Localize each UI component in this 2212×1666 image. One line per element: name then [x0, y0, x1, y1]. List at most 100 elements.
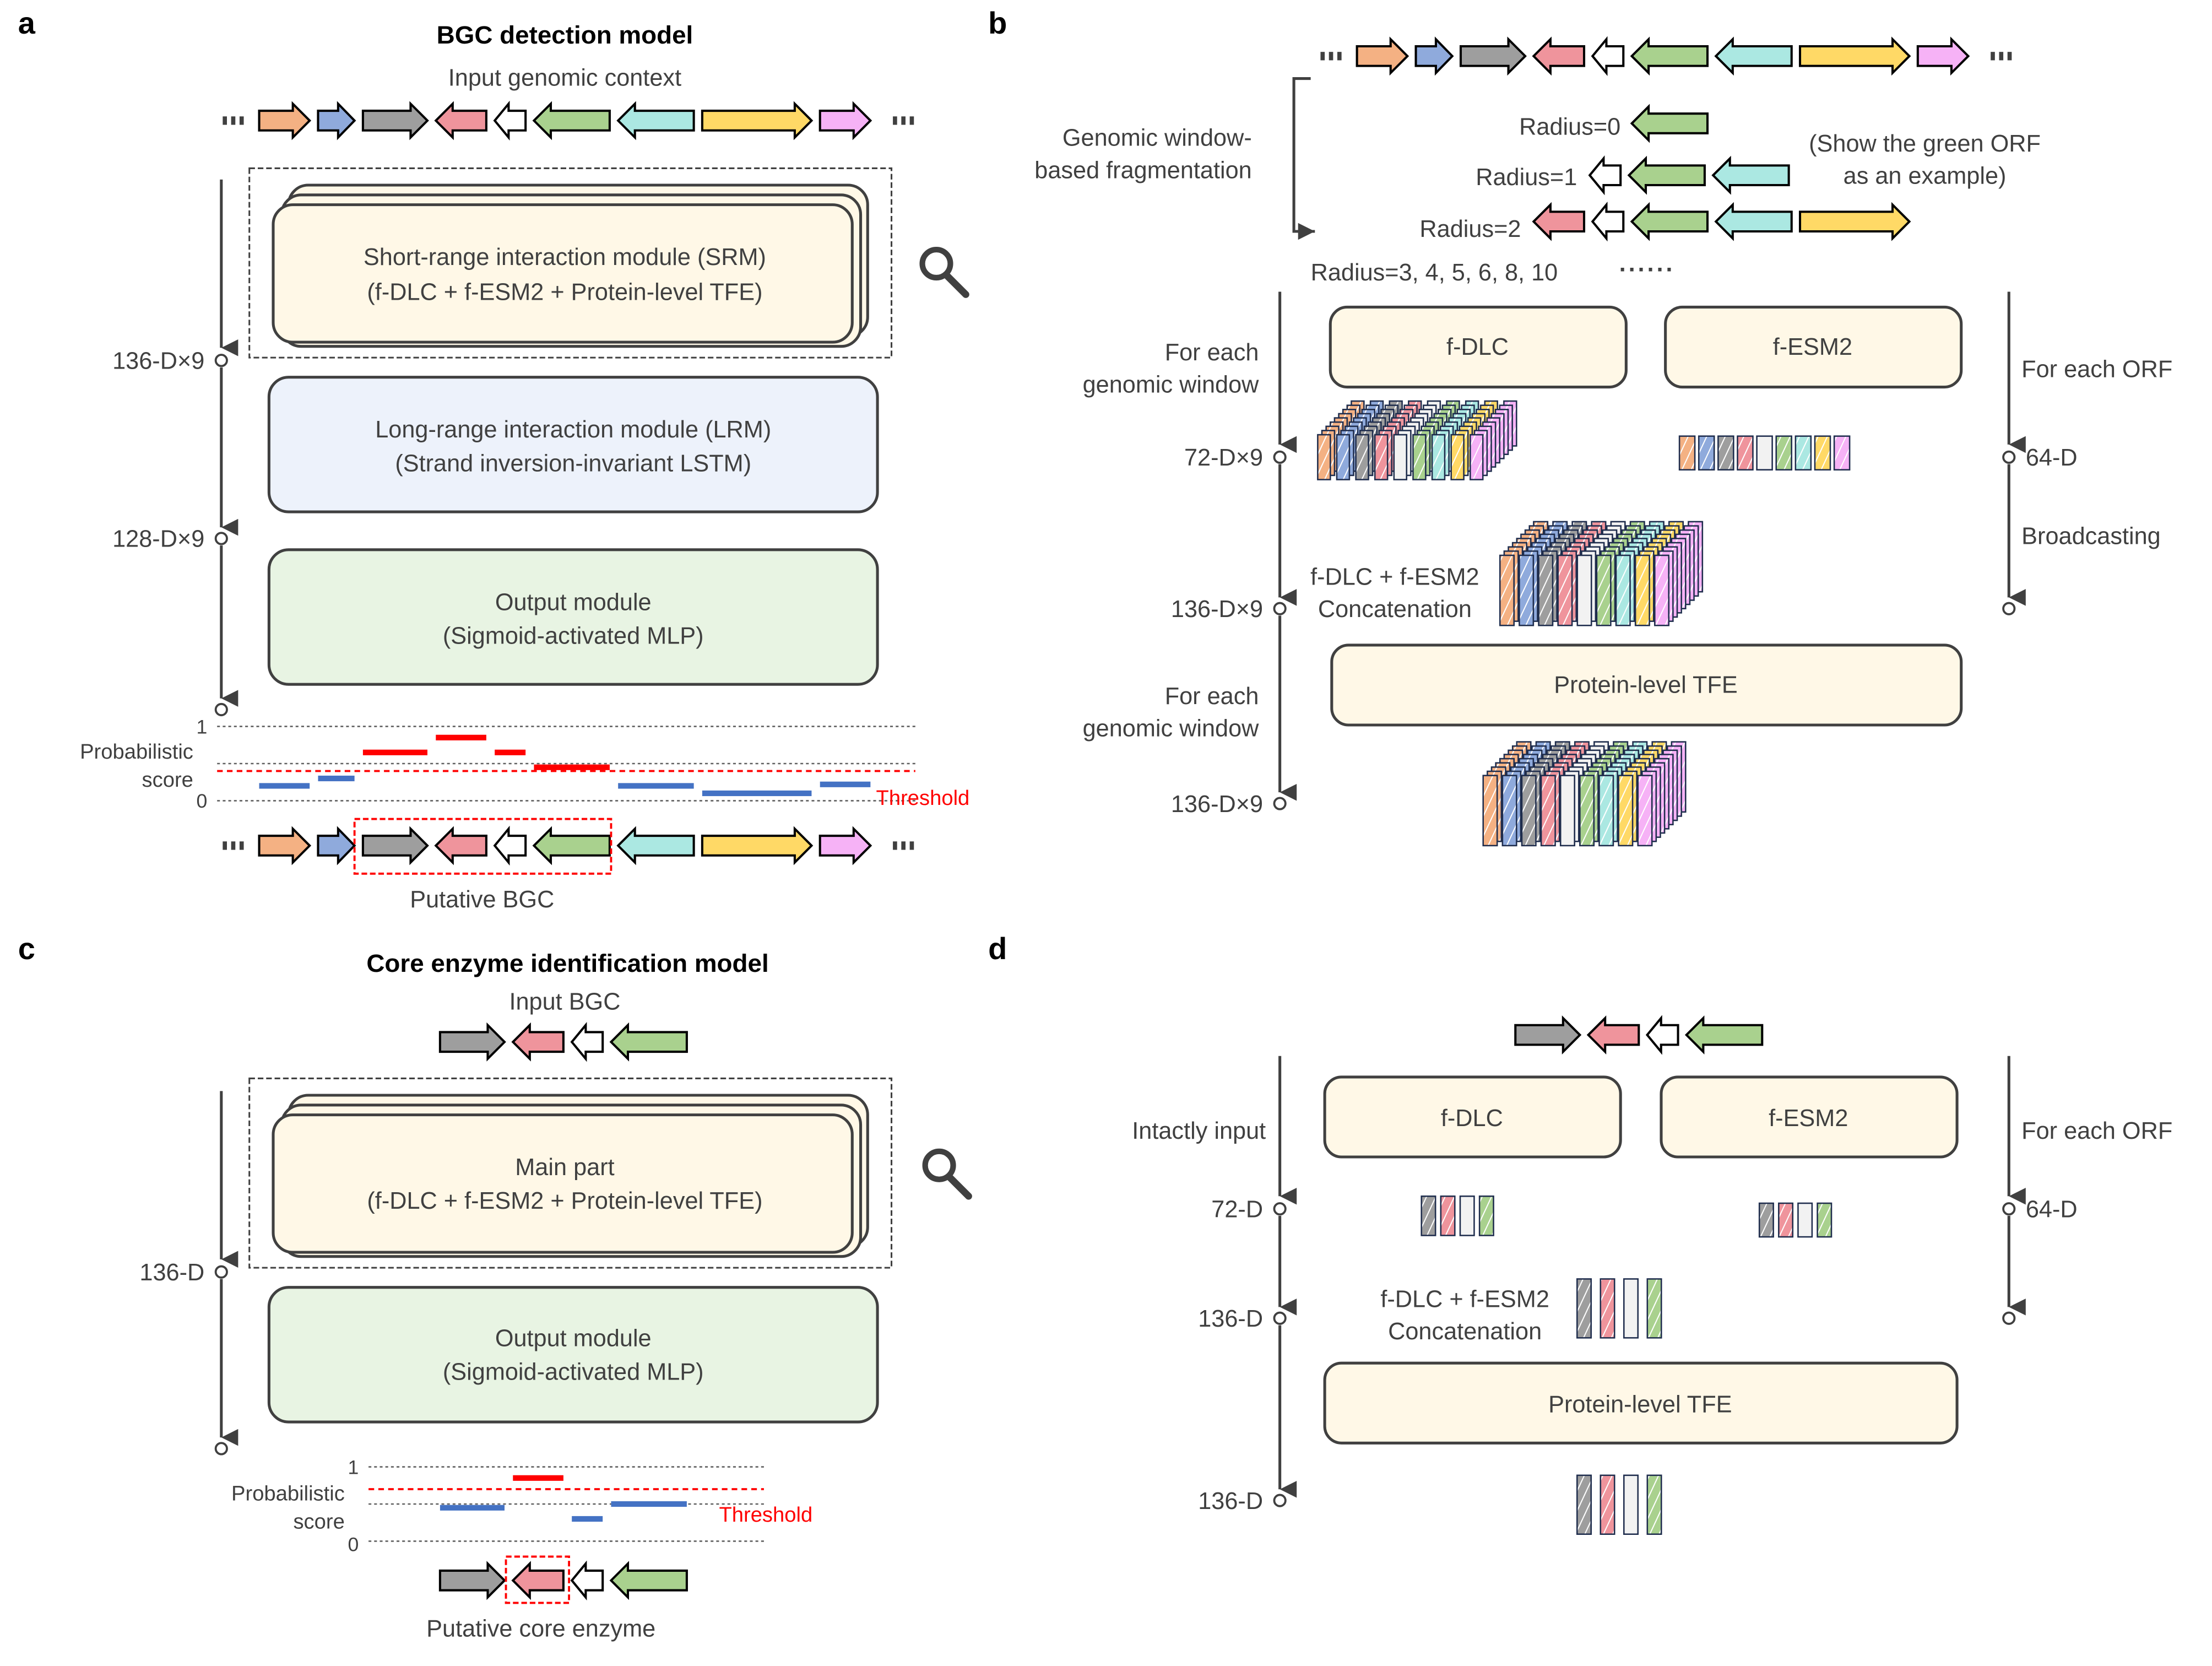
score-bar: [572, 1516, 603, 1522]
feature-vector-green: [1596, 554, 1612, 626]
concat-label: Concatenation: [1388, 1318, 1542, 1345]
feature-vector-white: [1623, 1474, 1639, 1535]
fesm2-vectors: [1758, 1202, 1833, 1238]
flow-node: [2002, 450, 2016, 464]
fesm2-label: f-ESM2: [1769, 1105, 1848, 1132]
fragmentation-label: Genomic window-: [1062, 125, 1252, 152]
score-bar: [534, 764, 610, 770]
feature-vector-cyan: [1598, 775, 1614, 847]
gene-arrow-pink: [434, 101, 487, 140]
score-axis-label: Probabilistic: [231, 1482, 345, 1506]
gene-arrow-white: [570, 1022, 604, 1062]
fdlc-label: f-DLC: [1446, 334, 1509, 360]
flow-node: [214, 702, 228, 717]
ellipsis-dot: [239, 116, 244, 125]
example-note: (Show the green ORF: [1809, 131, 2041, 157]
flow-node: [214, 1442, 228, 1456]
flow-node: [214, 1265, 228, 1279]
score-bar: [495, 749, 526, 755]
score-bar: [513, 1475, 563, 1481]
score-axis-label: score: [142, 768, 193, 792]
flow-node: [1273, 450, 1287, 464]
feature-vector-yellow: [1814, 435, 1831, 470]
flow-node: [214, 354, 228, 367]
protein-tfe-label: Protein-level TFE: [1554, 672, 1737, 698]
score-bar: [611, 1501, 687, 1507]
gene-arrow-white: [493, 100, 527, 141]
feature-vector-white: [1623, 1278, 1639, 1339]
feature-vector-magenta: [1654, 554, 1670, 626]
gene-arrow-magenta: [818, 826, 872, 866]
gene-arrow-green: [1627, 155, 1706, 195]
gene-arrow-orange: [258, 826, 312, 866]
fdlc-label: f-DLC: [1441, 1105, 1503, 1132]
feature-vector-green: [1646, 1474, 1662, 1535]
tick-label: 1: [197, 716, 208, 738]
feature-vector-gray: [1538, 554, 1554, 626]
gene-arrow-cyan: [1714, 36, 1793, 76]
feature-vector-pink: [1540, 775, 1556, 847]
score-bar: [618, 783, 694, 789]
output-module-box: [267, 548, 879, 686]
gene-arrow-green: [1630, 202, 1709, 241]
fdlc-box: [1329, 305, 1628, 389]
output-module-line1: Output module: [495, 589, 652, 615]
feature-vector-cyan: [1794, 435, 1812, 470]
feature-vector-green: [1579, 775, 1595, 847]
gene-arrow-yellow: [701, 826, 814, 866]
feature-vector-green: [1478, 1196, 1494, 1236]
flow-node: [1273, 1202, 1287, 1216]
tick-label: 0: [197, 790, 208, 812]
flow-node: [2002, 1202, 2016, 1216]
output-module-line1: Output module: [495, 1326, 652, 1352]
gene-arrow-pink: [434, 826, 487, 866]
for-each-orf-label: For each ORF: [2021, 1118, 2172, 1144]
feature-vector-pink: [1778, 1202, 1794, 1238]
tfe-output-vectors: [1576, 1474, 1662, 1535]
flow-node: [1273, 1311, 1287, 1325]
gene-arrow-pink: [511, 1561, 565, 1600]
score-bar: [820, 781, 871, 787]
gene-arrow-white: [1591, 36, 1625, 77]
output-module-line2: (Sigmoid-activated MLP): [443, 623, 704, 649]
gene-arrow-green: [532, 101, 611, 140]
gene-arrow-gray: [1459, 36, 1527, 76]
ellipsis-dot: [1999, 52, 2004, 61]
ellipsis-dot: [901, 841, 906, 850]
flow-node: [1273, 1494, 1287, 1507]
dim-label: 136-D×9: [112, 348, 204, 374]
feature-vector-cyan: [1615, 554, 1631, 626]
gene-arrow-blue: [1414, 36, 1454, 76]
tfe-output-vectors-stack: [1482, 741, 1687, 847]
radius-more-label: Radius=3, 4, 5, 6, 8, 10: [1311, 259, 1558, 286]
gene-arrow-cyan: [1714, 202, 1793, 241]
dim-label: 136-D×9: [1171, 791, 1263, 818]
panel-c: c Core enzyme identification model Input…: [18, 931, 972, 1642]
feature-vector-orange: [1678, 435, 1696, 470]
radius-0-label: Radius=0: [1519, 113, 1620, 140]
magnifier-icon: [922, 1148, 972, 1200]
gene-arrow-gray: [361, 826, 429, 866]
flow-node: [1273, 797, 1287, 810]
flow-node: [214, 532, 228, 545]
protein-tfe-box: [1323, 1361, 1959, 1445]
gene-arrow-yellow: [1798, 202, 1911, 241]
window-radius-0: [1630, 104, 1709, 143]
srm-zoom-region: [248, 167, 893, 359]
gene-arrow-magenta: [818, 101, 872, 140]
gene-arrow-orange: [258, 101, 312, 140]
fesm2-box: [1664, 305, 1963, 389]
lrm-box: [267, 376, 879, 513]
ellipsis-dot: [2007, 52, 2012, 61]
score-plot-c: [368, 1466, 764, 1542]
fesm2-vectors: [1678, 435, 1851, 470]
gene-arrow-green: [1630, 36, 1709, 76]
dim-label: 64-D: [2026, 445, 2078, 471]
feature-vector-green: [1412, 434, 1427, 480]
feature-vector-gray: [1576, 1278, 1592, 1339]
radius-2-label: Radius=2: [1419, 216, 1521, 242]
output-module-box: [267, 1286, 879, 1424]
dim-label: 136-D: [139, 1259, 204, 1286]
feature-vector-pink: [1374, 434, 1389, 480]
feature-vector-orange: [1499, 554, 1515, 626]
